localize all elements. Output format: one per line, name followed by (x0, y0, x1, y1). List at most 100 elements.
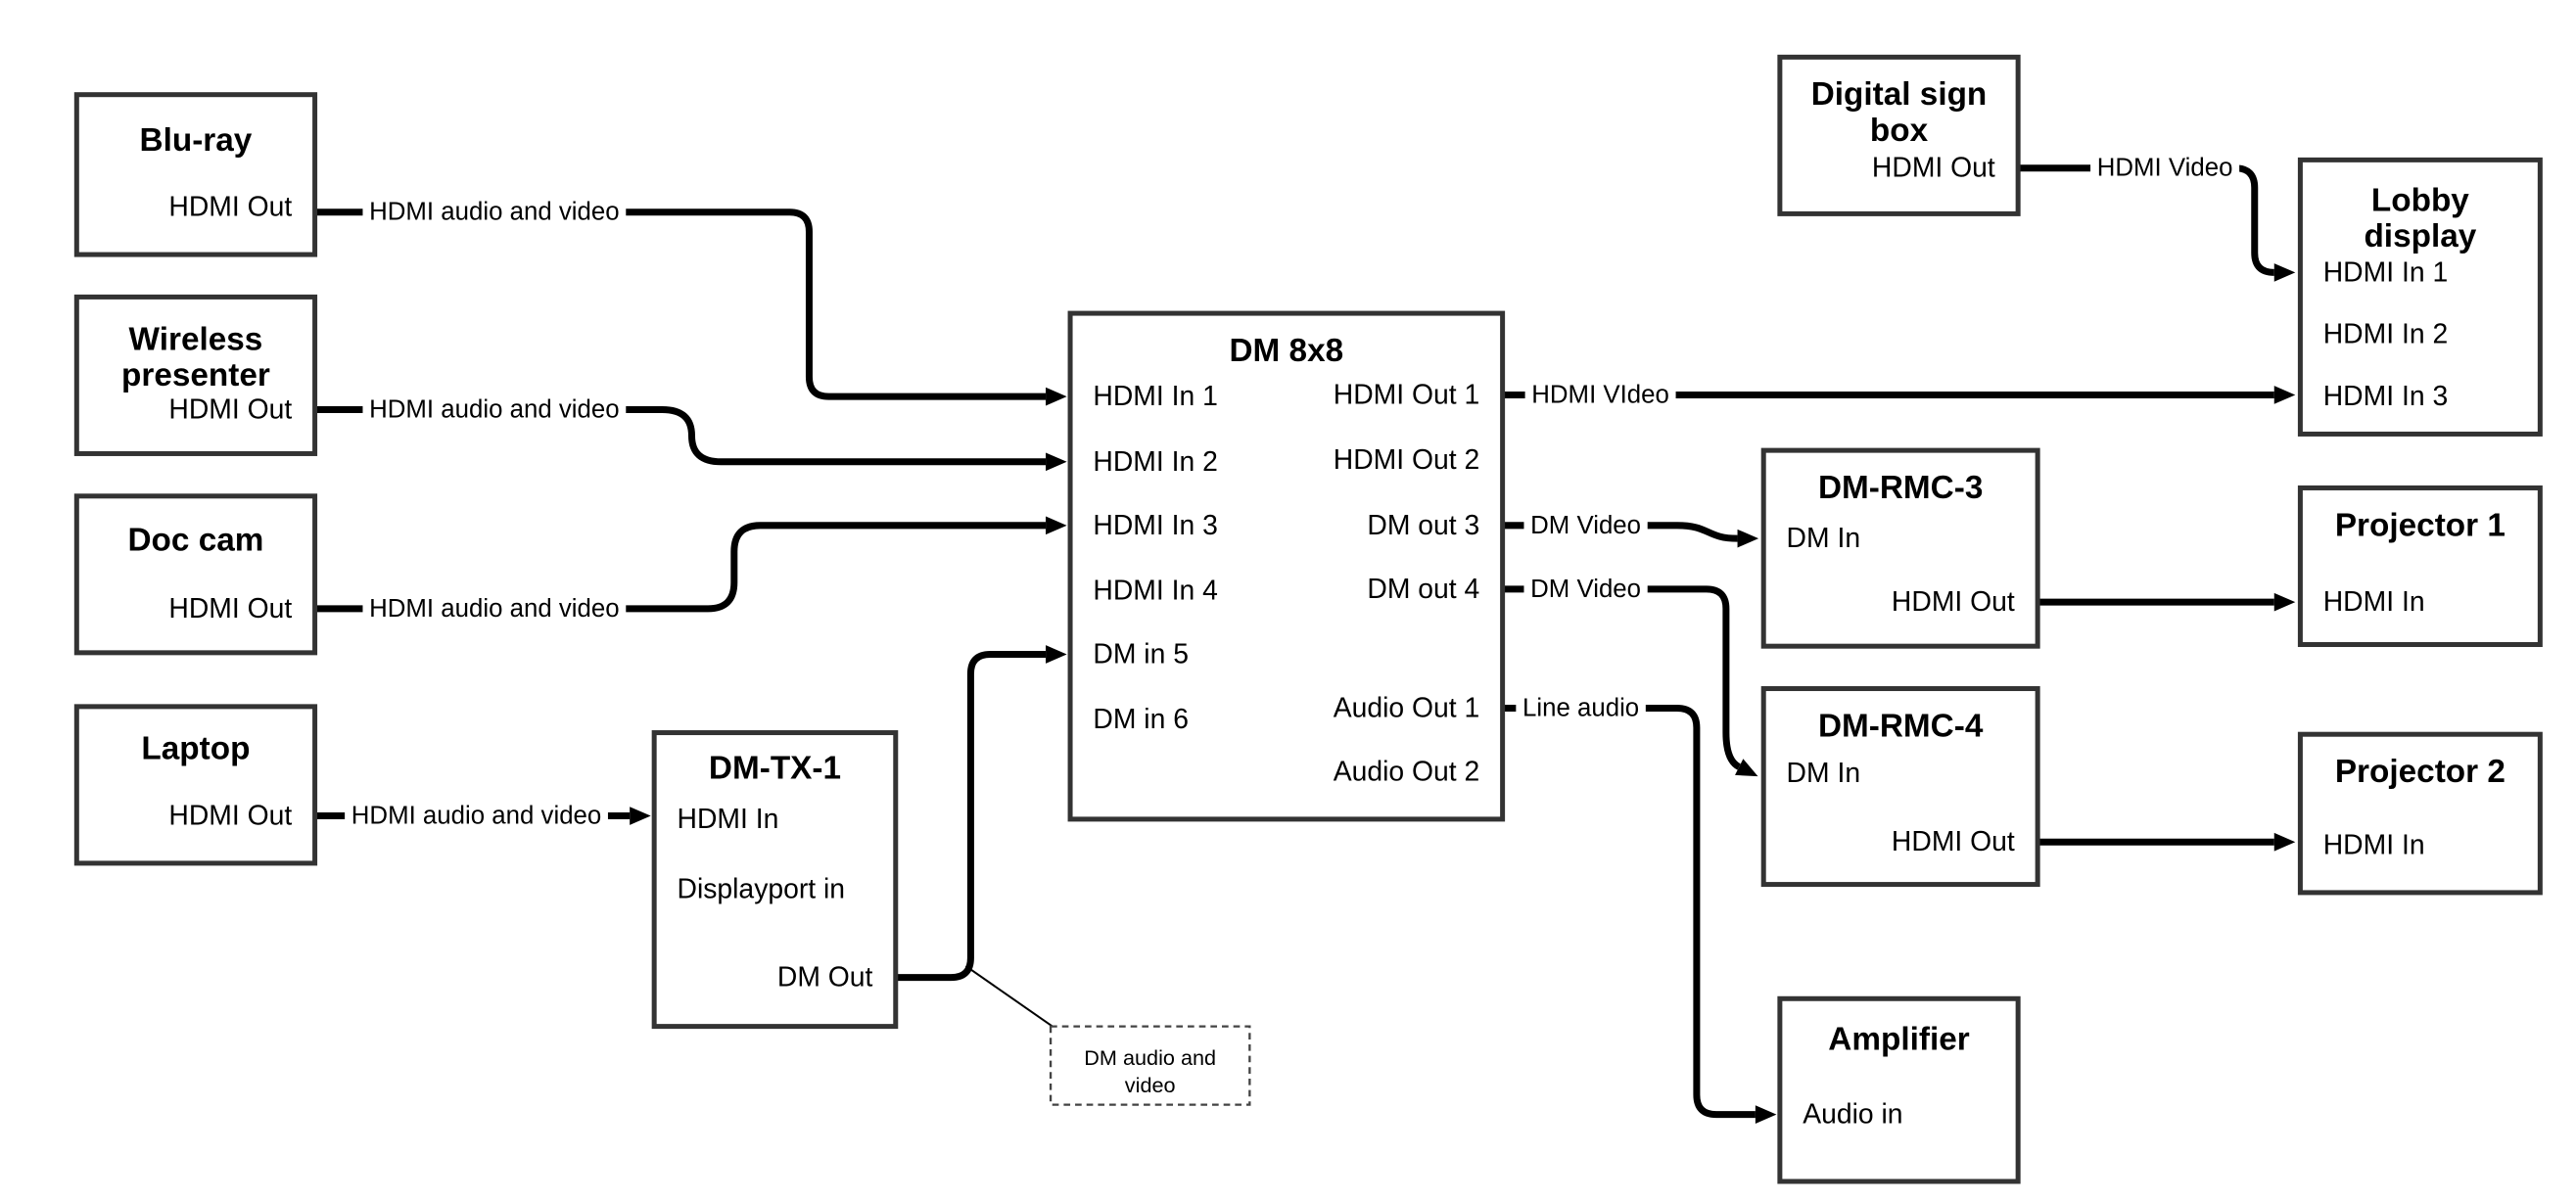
port-dm-rmc-4-hdmi-out: HDMI Out (1892, 826, 2015, 857)
cable-label-text-dm8x8-dm-out-4-to-dm-rmc-4-dm-in: DM Video (1530, 576, 1641, 603)
port-amplifier-audio-in: Audio in (1803, 1099, 1902, 1131)
node-title-digital-sign-box-line2: box (1870, 113, 1929, 149)
device-box-wireless-presenter (73, 294, 318, 456)
port-dm-rmc-3-hdmi-out: HDMI Out (1892, 586, 2015, 618)
cable-label-bg-blu-ray-to-dm8x8-hdmi-in-1 (362, 197, 627, 228)
port-dm-tx-1-dm-out: DM Out (777, 962, 873, 993)
port-dm-8x8-hdmi-in-2: HDMI In 2 (1093, 446, 1217, 478)
device-box-blu-ray (73, 92, 318, 257)
port-dm-rmc-3-dm-in: DM In (1787, 523, 1861, 554)
port-dm-8x8-dm-out-4: DM out 4 (1367, 574, 1479, 605)
port-dm-8x8-dm-in-6: DM in 6 (1093, 704, 1189, 735)
cable-label-text-doc-cam-to-dm8x8-hdmi-in-3: HDMI audio and video (369, 595, 619, 623)
port-dm-8x8-hdmi-out-2: HDMI Out 2 (1334, 444, 1480, 476)
cable-label-dm8x8-audio-out-1-to-amplifier-audio-in: Line audio (1516, 692, 1646, 724)
node-title-doc-cam: Doc cam (127, 522, 263, 558)
device-box-projector-2 (2297, 731, 2543, 896)
port-lobby-display-hdmi-in-3: HDMI In 3 (2323, 381, 2448, 412)
port-dm-tx-1-displayport-in: Displayport in (677, 874, 845, 905)
cable-label-dm8x8-dm-out-3-to-dm-rmc-3-dm-in: DM Video (1523, 510, 1648, 541)
cable-dm-tx-1-dm-out-to-dm8x8-dm-in-5 (895, 645, 1067, 982)
node-title-wireless-presenter-line2: presenter (121, 357, 270, 393)
port-dm-8x8-audio-out-2: Audio Out 2 (1334, 757, 1480, 788)
cable-label-dm8x8-hdmi-out-1-to-lobby-hdmi-in-3: HDMI VIdeo (1524, 379, 1676, 411)
node-title-dm-rmc-3: DM-RMC-3 (1818, 470, 1983, 506)
note-callout-line (964, 965, 1058, 1031)
note-box-note-dm-audio-and-video (1049, 1025, 1251, 1106)
node-title-wireless-presenter: Wireless (129, 321, 263, 357)
cable-label-blu-ray-to-dm8x8-hdmi-in-1: HDMI audio and video (362, 197, 627, 228)
node-title-projector-2: Projector 2 (2335, 754, 2506, 790)
device-box-amplifier (1777, 995, 2021, 1184)
port-dm-8x8-hdmi-out-1: HDMI Out 1 (1334, 379, 1480, 410)
cable-label-bg-dm8x8-dm-out-3-to-dm-rmc-3-dm-in (1523, 510, 1648, 541)
node-title-dm-8x8: DM 8x8 (1229, 333, 1343, 369)
port-dm-8x8-audio-out-1: Audio Out 1 (1334, 693, 1480, 724)
cable-label-bg-dm8x8-dm-out-4-to-dm-rmc-4-dm-in (1523, 574, 1648, 605)
device-box-digital-sign-box (1777, 54, 2021, 216)
cable-blu-ray-to-dm8x8-hdmi-in-1 (314, 208, 1067, 406)
cable-label-bg-dm8x8-audio-out-1-to-amplifier-audio-in (1516, 692, 1646, 724)
cable-label-text-wireless-to-dm8x8-hdmi-in-2: HDMI audio and video (369, 395, 619, 423)
cable-wireless-to-dm8x8-hdmi-in-2 (314, 405, 1067, 472)
cable-label-text-dm8x8-hdmi-out-1-to-lobby-hdmi-in-3: HDMI VIdeo (1531, 381, 1669, 408)
node-title-amplifier: Amplifier (1828, 1021, 1969, 1057)
port-blu-ray-hdmi-out: HDMI Out (168, 192, 292, 223)
port-lobby-display-hdmi-in-1: HDMI In 1 (2323, 256, 2448, 288)
device-box-dm-8x8 (1067, 310, 1506, 822)
node-title-digital-sign-box: Digital sign (1811, 76, 1988, 113)
port-dm-8x8-dm-in-5: DM in 5 (1093, 639, 1189, 670)
cable-label-dm8x8-dm-out-4-to-dm-rmc-4-dm-in: DM Video (1523, 574, 1648, 605)
port-projector-1-hdmi-in: HDMI In (2323, 586, 2425, 618)
node-dm-rmc-3: DM-RMC-3 DM In HDMI Out (1760, 447, 2040, 649)
cable-label-bg-wireless-to-dm8x8-hdmi-in-2 (362, 393, 627, 426)
note-text-line2: video (1125, 1073, 1176, 1097)
cable-dm8x8-dm-out-4-to-dm-rmc-4-dm-in (1502, 585, 1758, 777)
device-box-projector-1 (2297, 485, 2543, 648)
port-doc-cam-hdmi-out: HDMI Out (168, 593, 292, 624)
cable-dm8x8-dm-out-3-to-dm-rmc-3-dm-in (1502, 522, 1759, 548)
node-title-dm-tx-1: DM-TX-1 (709, 751, 841, 787)
cable-label-bg-laptop-to-dm-tx-1-hdmi-in (345, 800, 608, 832)
port-dm-8x8-dm-out-3: DM out 3 (1367, 510, 1479, 541)
device-box-laptop (73, 704, 318, 866)
port-wireless-presenter-hdmi-out: HDMI Out (168, 393, 292, 425)
cable-label-bg-doc-cam-to-dm8x8-hdmi-in-3 (362, 593, 627, 624)
cable-label-bg-dm8x8-hdmi-out-1-to-lobby-hdmi-in-3 (1524, 379, 1676, 411)
node-title-lobby-display: Lobby (2371, 183, 2469, 219)
node-title-dm-rmc-4: DM-RMC-4 (1818, 708, 1984, 744)
port-laptop-hdmi-out: HDMI Out (168, 801, 292, 832)
device-box-dm-rmc-3 (1760, 447, 2040, 649)
port-lobby-display-hdmi-in-2: HDMI In 2 (2323, 319, 2448, 350)
port-dm-8x8-hdmi-in-3: HDMI In 3 (1093, 510, 1217, 541)
cable-label-doc-cam-to-dm8x8-hdmi-in-3: HDMI audio and video (362, 593, 627, 624)
cable-dm8x8-audio-out-1-to-amplifier-audio-in (1502, 705, 1777, 1124)
cable-label-digital-sign-to-lobby-hdmi-in-1: HDMI Video (2090, 153, 2240, 184)
cable-digital-sign-to-lobby-hdmi-in-1 (2018, 164, 2296, 282)
cable-doc-cam-to-dm8x8-hdmi-in-3 (314, 516, 1067, 613)
node-title-blu-ray: Blu-ray (140, 122, 253, 159)
cable-label-text-laptop-to-dm-tx-1-hdmi-in: HDMI audio and video (351, 803, 601, 830)
port-dm-8x8-hdmi-in-4: HDMI In 4 (1093, 575, 1217, 606)
node-title-lobby-display-line2: display (2364, 218, 2476, 254)
port-dm-rmc-4-dm-in: DM In (1787, 758, 1861, 789)
port-dm-tx-1-hdmi-in: HDMI In (677, 804, 778, 835)
device-box-lobby-display (2297, 157, 2543, 437)
device-box-dm-tx-1 (651, 730, 899, 1030)
device-box-doc-cam (73, 493, 318, 656)
port-digital-sign-box-hdmi-out: HDMI Out (1872, 153, 1995, 184)
cable-label-text-dm8x8-dm-out-3-to-dm-rmc-3-dm-in: DM Video (1530, 512, 1641, 539)
